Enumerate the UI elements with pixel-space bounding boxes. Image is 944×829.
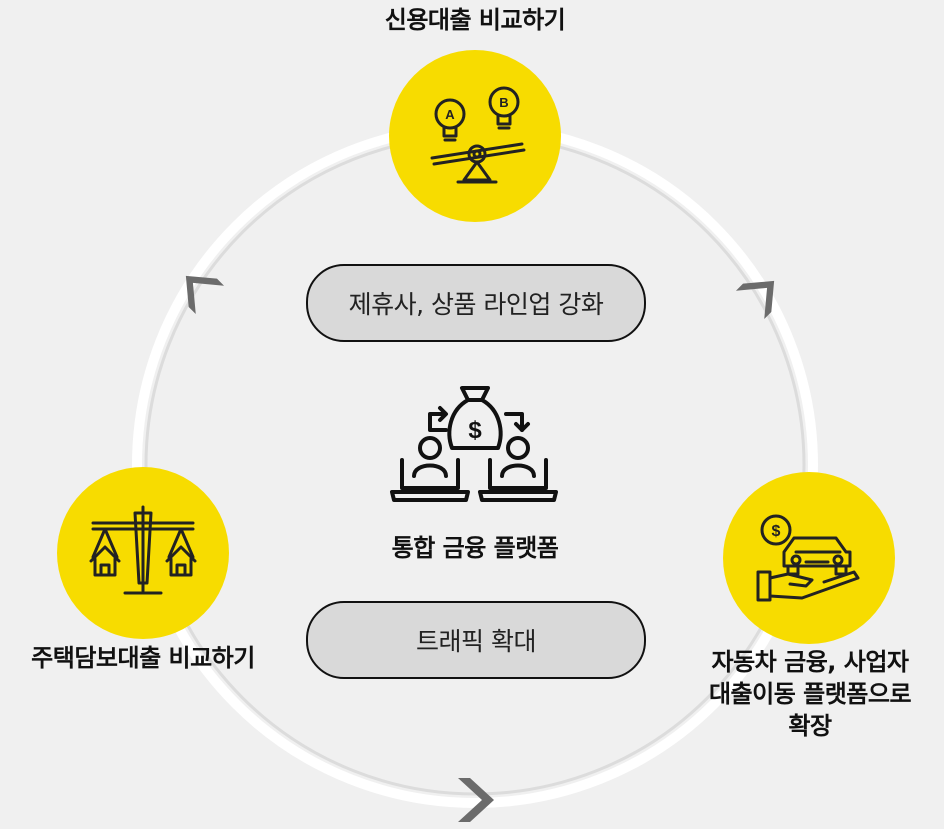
balance-scale-bulbs-icon: A B xyxy=(430,86,526,184)
center-pill-bottom: 트래픽 확대 xyxy=(306,601,646,679)
cycle-arrow-bottom xyxy=(458,778,494,822)
svg-text:B: B xyxy=(499,95,508,110)
scale-houses-icon xyxy=(89,505,197,595)
svg-text:$: $ xyxy=(772,523,781,540)
node-top-circle: A B xyxy=(389,50,561,222)
money-bag-users-icon: $ xyxy=(388,380,562,510)
node-left-label: 주택담보대출 비교하기 xyxy=(31,644,255,672)
node-left-circle xyxy=(57,467,229,639)
center-pill-top: 제휴사, 상품 라인업 강화 xyxy=(306,264,646,342)
node-right-label: 자동차 금융, 사업자 대출이동 플랫폼으로 확장 xyxy=(672,646,944,742)
cycle-arrow-top-right xyxy=(735,280,775,320)
cycle-arrow-top-left xyxy=(185,275,225,315)
hand-car-icon: $ xyxy=(756,514,860,602)
node-top-label: 신용대출 비교하기 xyxy=(384,6,566,34)
center-title: 통합 금융 플랫폼 xyxy=(391,534,559,562)
node-right-circle: $ xyxy=(723,472,895,644)
node-right-label-line-3: 확장 xyxy=(788,712,832,740)
node-right-label-line-1: 자동차 금융, 사업자 xyxy=(711,648,909,676)
node-right-label-line-2: 대출이동 플랫폼으로 xyxy=(708,680,912,708)
svg-text:A: A xyxy=(445,107,455,122)
svg-text:$: $ xyxy=(468,417,482,444)
